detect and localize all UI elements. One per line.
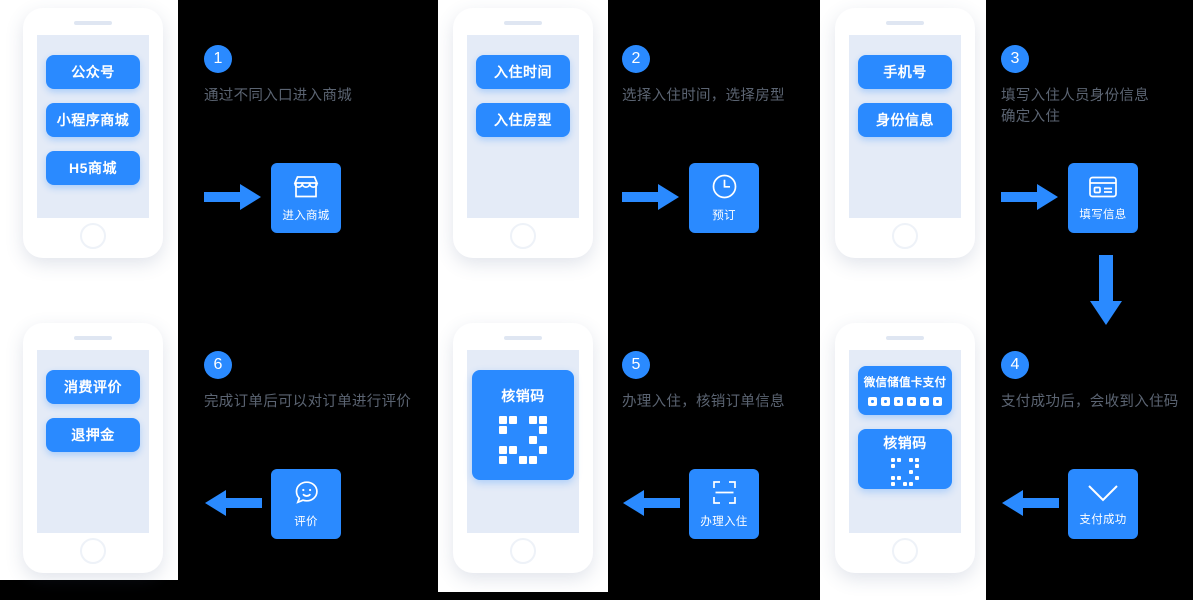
qr-code-icon	[499, 416, 547, 464]
qr-card-title: 核销码	[501, 388, 545, 404]
action-tile-fill-info[interactable]: 填写信息	[1068, 163, 1138, 233]
phone-screen: 核销码	[467, 350, 579, 533]
pay-card-title: 微信储值卡支付	[863, 377, 947, 389]
step-caption-2: 选择入住时间，选择房型	[622, 88, 785, 104]
phone-mockup-step-2: 入住时间 入住房型	[453, 8, 593, 258]
phone-option-button[interactable]: 身份信息	[858, 103, 952, 137]
clock-icon	[711, 173, 738, 200]
phone-mockup-step-5: 核销码	[453, 323, 593, 573]
step-1-block: 1 通过不同入口进入商城	[204, 45, 352, 107]
arrow-down-icon	[1086, 255, 1126, 327]
phone-option-button[interactable]: H5商城	[46, 151, 140, 185]
phone-home-button	[892, 538, 918, 564]
arrow-right-icon	[622, 183, 680, 211]
action-tile-label: 预订	[712, 210, 736, 222]
password-dots	[868, 397, 942, 406]
step-number-badge-6: 6	[204, 351, 232, 379]
phone-speaker-notch	[886, 336, 924, 340]
phone-option-button[interactable]: 小程序商城	[46, 103, 140, 137]
action-tile-check-in[interactable]: 办理入住	[689, 469, 759, 539]
step-2-block: 2 选择入住时间，选择房型	[622, 45, 785, 107]
phone-speaker-notch	[886, 21, 924, 25]
phone-screen: 微信储值卡支付 核销码	[849, 350, 961, 533]
action-tile-review[interactable]: 评价	[271, 469, 341, 539]
arrow-right-icon	[204, 183, 262, 211]
scan-frame-icon	[711, 479, 738, 506]
qr-card-title: 核销码	[883, 434, 927, 451]
phone-home-button	[80, 223, 106, 249]
step-caption-6: 完成订单后可以对订单进行评价	[204, 394, 412, 410]
phone-option-button[interactable]: 手机号	[858, 55, 952, 89]
phone-screen: 公众号 小程序商城 H5商城	[37, 35, 149, 218]
phone-wechat-pay-card[interactable]: 微信储值卡支付	[858, 366, 952, 415]
arrow-left-icon	[204, 489, 262, 517]
action-tile-label: 办理入住	[700, 516, 748, 528]
phone-speaker-notch	[504, 336, 542, 340]
step-caption-1: 通过不同入口进入商城	[204, 88, 352, 104]
action-tile-enter-mall[interactable]: 进入商城	[271, 163, 341, 233]
phone-speaker-notch	[74, 336, 112, 340]
phone-screen: 入住时间 入住房型	[467, 35, 579, 218]
phone-home-button	[510, 538, 536, 564]
phone-home-button	[510, 223, 536, 249]
qr-code-icon	[891, 457, 919, 486]
phone-qr-card[interactable]: 核销码	[472, 370, 574, 480]
action-tile-label: 评价	[294, 516, 318, 528]
phone-qr-card[interactable]: 核销码	[858, 429, 952, 489]
action-tile-booking[interactable]: 预订	[689, 163, 759, 233]
step-number-badge-4: 4	[1001, 351, 1029, 379]
phone-mockup-step-6: 消费评价 退押金	[23, 323, 163, 573]
action-tile-label: 进入商城	[282, 209, 330, 222]
smiley-bubble-icon	[293, 479, 320, 506]
step-5-block: 5 办理入住，核销订单信息	[622, 351, 785, 413]
step-4-block: 4 支付成功后，会收到入住码	[1001, 351, 1179, 413]
phone-mockup-step-3: 手机号 身份信息	[835, 8, 975, 258]
phone-screen: 手机号 身份信息	[849, 35, 961, 218]
phone-mockup-step-4: 微信储值卡支付 核销码	[835, 323, 975, 573]
phone-option-button[interactable]: 退押金	[46, 418, 140, 452]
step-3-block: 3 填写入住人员身份信息 确定入住	[1001, 45, 1149, 128]
phone-option-button[interactable]: 入住房型	[476, 103, 570, 137]
action-tile-label: 填写信息	[1079, 208, 1127, 221]
phone-screen: 消费评价 退押金	[37, 350, 149, 533]
phone-mockup-step-1: 公众号 小程序商城 H5商城	[23, 8, 163, 258]
phone-speaker-notch	[504, 21, 542, 25]
action-tile-label: 支付成功	[1079, 513, 1127, 526]
step-number-badge-2: 2	[622, 45, 650, 73]
check-icon	[1086, 482, 1120, 504]
step-number-badge-3: 3	[1001, 45, 1029, 73]
id-card-icon	[1088, 175, 1118, 199]
storefront-icon	[292, 174, 320, 200]
phone-home-button	[80, 538, 106, 564]
step-6-block: 6 完成订单后可以对订单进行评价	[204, 351, 411, 413]
phone-option-button[interactable]: 消费评价	[46, 370, 140, 404]
phone-option-button[interactable]: 公众号	[46, 55, 140, 89]
step-caption-4: 支付成功后，会收到入住码	[1001, 394, 1179, 410]
arrow-left-icon	[1001, 489, 1059, 517]
arrow-right-icon	[1001, 183, 1059, 211]
action-tile-payment-success[interactable]: 支付成功	[1068, 469, 1138, 539]
phone-speaker-notch	[74, 21, 112, 25]
step-number-badge-5: 5	[622, 351, 650, 379]
phone-option-button[interactable]: 入住时间	[476, 55, 570, 89]
step-caption-3: 填写入住人员身份信息 确定入住	[1001, 88, 1149, 126]
arrow-left-icon	[622, 489, 680, 517]
step-caption-5: 办理入住，核销订单信息	[622, 394, 785, 410]
phone-home-button	[892, 223, 918, 249]
step-number-badge-1: 1	[204, 45, 232, 73]
